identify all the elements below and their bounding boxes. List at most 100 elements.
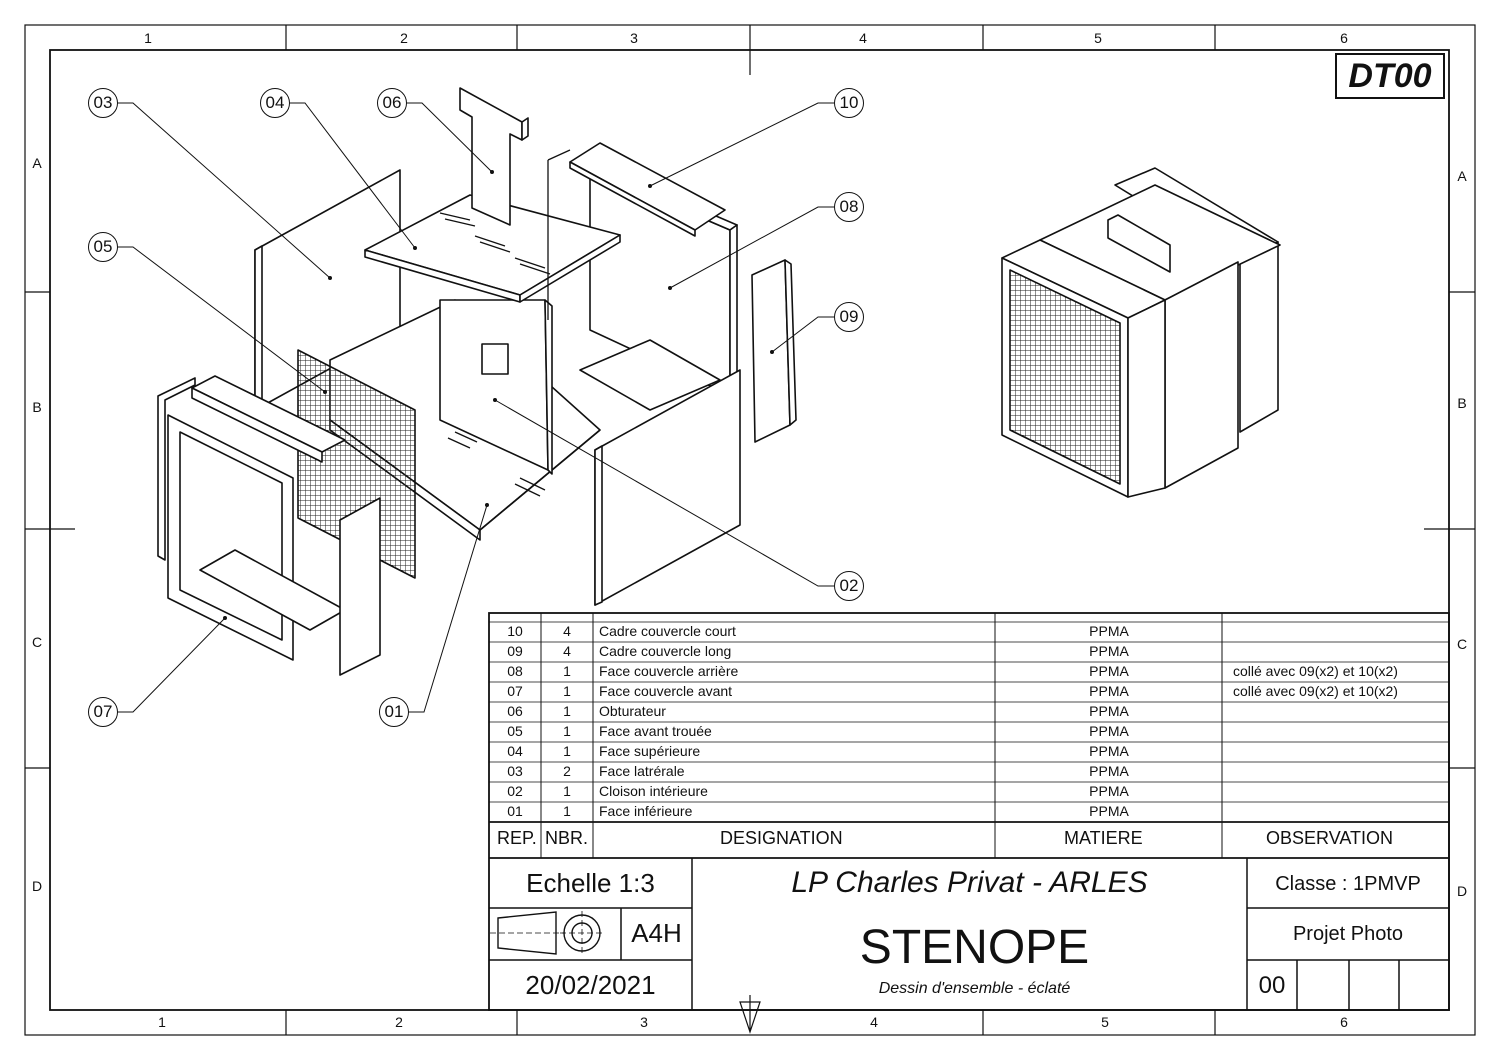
column-label: 5 — [1101, 1014, 1109, 1030]
date-label: 20/02/2021 — [525, 970, 656, 1000]
part-material: PPMA — [1089, 783, 1129, 799]
scale-label: Echelle 1:3 — [526, 868, 655, 898]
row-label: C — [31, 634, 43, 650]
part-material: PPMA — [1089, 643, 1129, 659]
part-material: PPMA — [1089, 803, 1129, 819]
project-label: Projet Photo — [1292, 923, 1404, 945]
row-label: D — [1456, 883, 1468, 899]
column-label: 1 — [144, 30, 152, 46]
column-label: 3 — [640, 1014, 648, 1030]
part-material: PPMA — [1089, 623, 1129, 639]
column-label: 4 — [859, 30, 867, 46]
part-qty: 2 — [563, 763, 571, 779]
column-label: 6 — [1340, 30, 1348, 46]
part-material: PPMA — [1089, 763, 1129, 779]
part-qty: 1 — [563, 723, 571, 739]
title-block-lines — [488, 612, 1450, 1011]
part-designation: Face couvercle arrière — [599, 663, 739, 679]
part-designation: Face supérieure — [599, 743, 701, 759]
header-observation: OBSERVATION — [1266, 828, 1394, 848]
exploded-view — [157, 87, 797, 676]
sheet-code: DT00 — [1335, 53, 1445, 99]
row-label: D — [31, 878, 43, 894]
part-qty: 4 — [563, 623, 571, 639]
part-rep: 08 — [507, 663, 523, 679]
column-label: 1 — [158, 1014, 166, 1030]
part-rep: 02 — [507, 783, 523, 799]
part-designation: Cadre couvercle long — [599, 643, 732, 659]
drawing-title: STENOPE — [859, 921, 1090, 974]
callout-bubble: 10 — [834, 88, 864, 118]
revision-label: 00 — [1258, 972, 1286, 999]
table-row: 01 1 Face inférieure PPMA — [489, 802, 1449, 822]
row-label: B — [32, 399, 42, 415]
part-rep: 04 — [507, 743, 523, 759]
part-material: PPMA — [1089, 683, 1129, 699]
callout-bubble: 01 — [379, 697, 409, 727]
callout-bubble: 07 — [88, 697, 118, 727]
header-rep: REP. — [497, 828, 537, 848]
table-row: 07 1 Face couvercle avant PPMA collé ave… — [489, 682, 1449, 702]
callout-bubble: 08 — [834, 192, 864, 222]
table-row: 06 1 Obturateur PPMA — [489, 702, 1449, 722]
part-qty: 1 — [563, 703, 571, 719]
part-rep: 01 — [507, 803, 523, 819]
row-label: C — [1456, 636, 1468, 652]
column-label: 2 — [400, 30, 408, 46]
part-qty: 1 — [563, 783, 571, 799]
part-rep: 06 — [507, 703, 523, 719]
row-label: A — [32, 155, 42, 171]
table-row: 10 4 Cadre couvercle court PPMA — [489, 622, 1449, 642]
assembled-view — [1001, 167, 1281, 498]
callout-bubble: 04 — [260, 88, 290, 118]
table-row: 03 2 Face latrérale PPMA — [489, 762, 1449, 782]
drawing-subtitle: Dessin d'ensemble - éclaté — [878, 980, 1071, 997]
school-label: LP Charles Privat - ARLES — [791, 866, 1148, 899]
part-rep: 10 — [507, 623, 523, 639]
header-designation: DESIGNATION — [720, 828, 843, 848]
table-row: 08 1 Face couvercle arrière PPMA collé a… — [489, 662, 1449, 682]
format-label: A4H — [631, 918, 682, 948]
part-03-right-face — [594, 369, 741, 606]
part-rep: 07 — [507, 683, 523, 699]
part-qty: 1 — [563, 743, 571, 759]
part-material: PPMA — [1089, 663, 1129, 679]
part-observation: collé avec 09(x2) et 10(x2) — [1233, 663, 1398, 679]
part-material: PPMA — [1089, 703, 1129, 719]
part-05-perforated-face — [297, 349, 416, 579]
part-designation: Obturateur — [599, 703, 666, 719]
column-label: 5 — [1094, 30, 1102, 46]
part-rep: 05 — [507, 723, 523, 739]
part-rep: 09 — [507, 643, 523, 659]
table-row: 09 4 Cadre couvercle long PPMA — [489, 642, 1449, 662]
callout-bubble: 09 — [834, 302, 864, 332]
row-label: B — [1457, 395, 1467, 411]
table-row: 05 1 Face avant trouée PPMA — [489, 722, 1449, 742]
part-designation: Face latrérale — [599, 763, 685, 779]
part-material: PPMA — [1089, 743, 1129, 759]
part-qty: 1 — [563, 663, 571, 679]
callout-bubble: 05 — [88, 232, 118, 262]
class-label: Classe : 1PMVP — [1275, 873, 1421, 895]
part-observation: collé avec 09(x2) et 10(x2) — [1233, 683, 1398, 699]
header-nbr: NBR. — [545, 828, 589, 848]
part-designation: Face avant trouée — [599, 723, 712, 739]
part-designation: Face couvercle avant — [599, 683, 733, 699]
callout-bubble: 02 — [834, 571, 864, 601]
callout-bubble: 03 — [88, 88, 118, 118]
callout-bubble: 06 — [377, 88, 407, 118]
table-row: 04 1 Face supérieure PPMA — [489, 742, 1449, 762]
column-label: 6 — [1340, 1014, 1348, 1030]
column-label: 4 — [870, 1014, 878, 1030]
part-material: PPMA — [1089, 723, 1129, 739]
table-row: 02 1 Cloison intérieure PPMA — [489, 782, 1449, 802]
header-matiere: MATIERE — [1064, 828, 1143, 848]
part-designation: Cadre couvercle court — [599, 623, 736, 639]
part-qty: 1 — [563, 803, 571, 819]
part-qty: 4 — [563, 643, 571, 659]
part-rep: 03 — [507, 763, 523, 779]
row-label: A — [1457, 168, 1467, 184]
part-designation: Face inférieure — [599, 803, 693, 819]
column-label: 2 — [395, 1014, 403, 1030]
